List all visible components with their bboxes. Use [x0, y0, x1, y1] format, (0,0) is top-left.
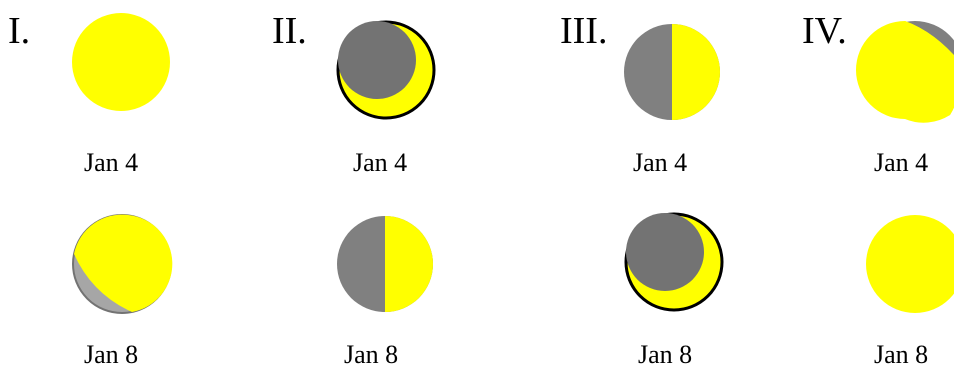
crescent-moon-icon [624, 212, 724, 312]
date-label-1b: Jan 8 [84, 342, 138, 368]
date-label-3b: Jan 8 [638, 342, 692, 368]
full-moon-icon [71, 12, 171, 112]
option-label-4: IV. [802, 12, 847, 50]
date-label-1a: Jan 4 [84, 150, 138, 176]
half-moon-icon [335, 214, 435, 314]
option-label-1: I. [8, 12, 30, 50]
gibbous-moon-icon [865, 20, 954, 120]
half-moon-icon [622, 22, 722, 122]
date-label-4b: Jan 8 [874, 342, 928, 368]
date-label-4a: Jan 4 [874, 150, 928, 176]
date-label-3a: Jan 4 [633, 150, 687, 176]
waning-gibbous-moon-icon [72, 214, 182, 314]
option-label-3: III. [560, 12, 607, 50]
full-moon-icon [865, 214, 954, 314]
option-label-2: II. [272, 12, 307, 50]
crescent-moon-icon [336, 20, 436, 120]
date-label-2a: Jan 4 [353, 150, 407, 176]
date-label-2b: Jan 8 [344, 342, 398, 368]
